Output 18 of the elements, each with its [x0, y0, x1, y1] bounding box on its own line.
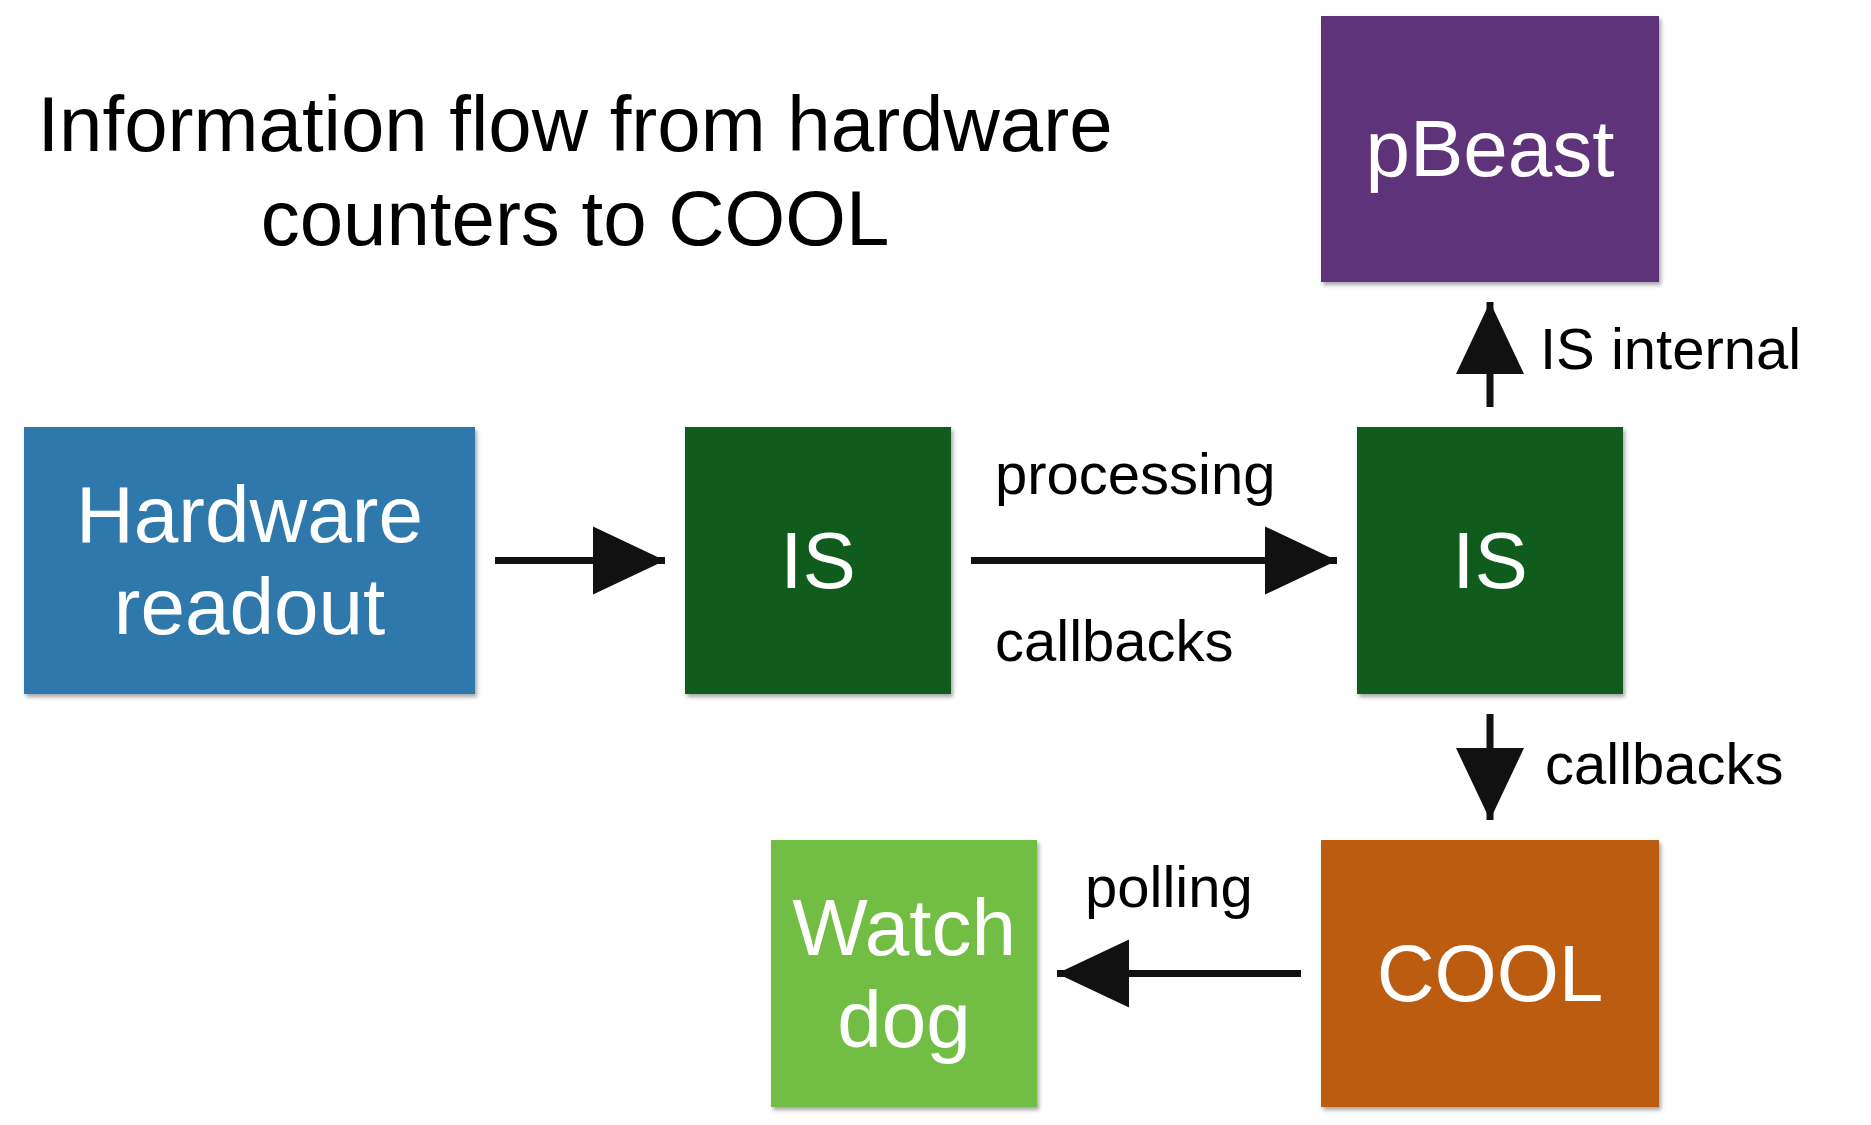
process-box — [1357, 427, 1623, 694]
box-label: COOL — [1375, 927, 1605, 1020]
edge-label: IS internal — [1540, 320, 1802, 378]
process-box — [1321, 16, 1659, 282]
edge-label: callbacks — [1545, 735, 1784, 793]
arrow — [1456, 714, 1524, 820]
process-box — [685, 427, 951, 694]
box-label: pBeast — [1364, 103, 1616, 195]
box-label: IS — [779, 514, 857, 607]
box-label: Watch dog — [791, 881, 1017, 1066]
process-box — [24, 427, 475, 694]
process-box — [771, 840, 1037, 1107]
process-box — [1321, 840, 1659, 1107]
box-label: IS — [1451, 514, 1529, 607]
flow-label: callbacks — [995, 612, 1234, 670]
title: Information flow from hardware counters to COOL — [36, 79, 1114, 264]
box-label: Hardware readout — [75, 468, 424, 653]
arrow — [1456, 302, 1524, 407]
